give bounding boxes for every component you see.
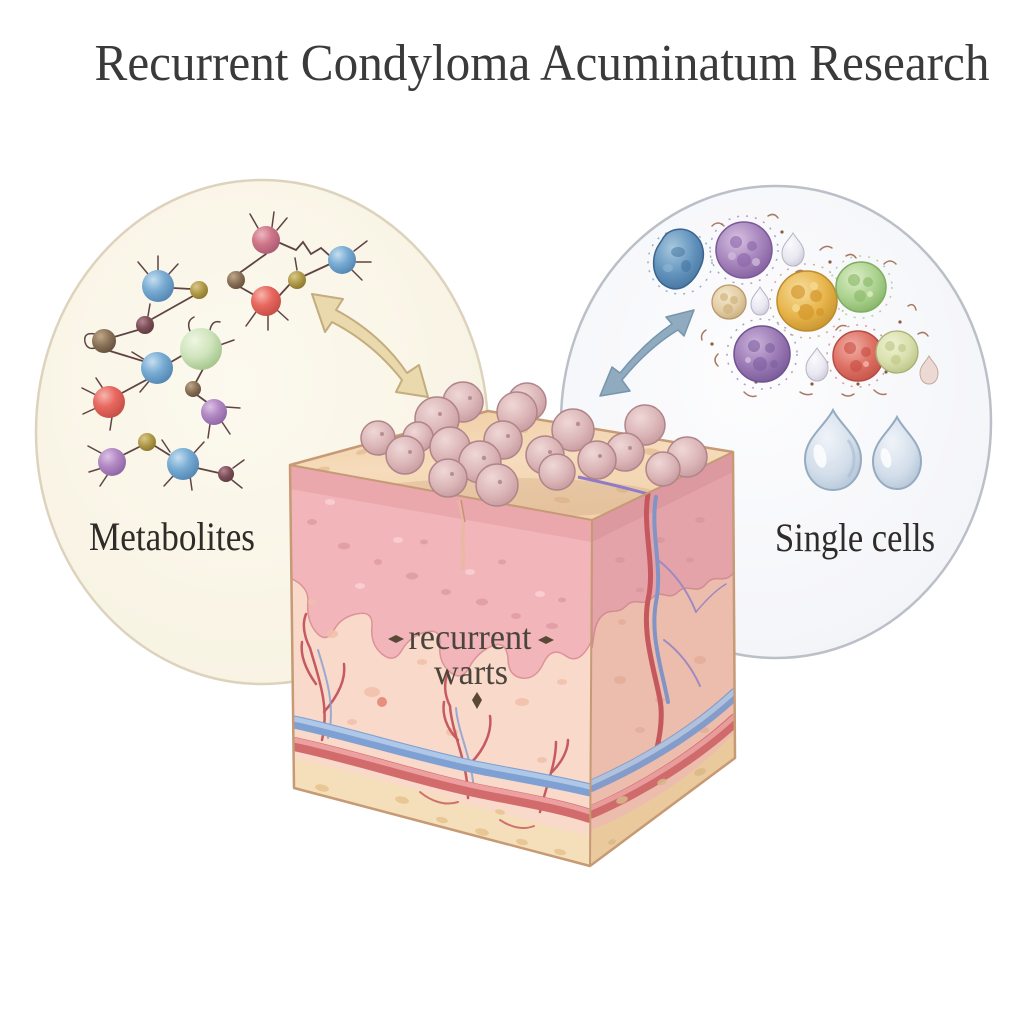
recurrent-warts-label-line2: warts [434, 652, 508, 692]
metabolites-arrow-icon [311, 293, 429, 398]
blue-cell-icon [652, 228, 705, 290]
skin-front-face [290, 465, 592, 866]
red-cell-icon [832, 330, 884, 382]
descending-vessels [643, 491, 727, 755]
skin-block-outline [288, 409, 737, 868]
bud-cell-icon [919, 354, 939, 385]
bud-cell-icon [805, 347, 829, 382]
single-cells-arrow-icon [599, 309, 695, 397]
bud-cell-icon [750, 285, 770, 316]
molecule-network-icon [81, 211, 372, 491]
skin-right-face [590, 452, 735, 866]
droplet-icon [871, 414, 923, 491]
violet-cell-icon [733, 325, 791, 383]
subcutis-layer [294, 758, 590, 866]
recurrent-warts-label: recurrent warts [388, 617, 554, 709]
khaki-cell-icon [875, 330, 919, 374]
main-vessel-band [290, 715, 592, 823]
metabolites-label: Metabolites [89, 514, 255, 559]
yellow-cell-icon [776, 270, 838, 332]
page-title: Recurrent Condyloma Acuminatum Research [95, 35, 990, 92]
droplet-icon [803, 407, 863, 492]
skin-block-illustration: recurrent warts [288, 381, 737, 868]
purple-cell-icon [715, 221, 773, 279]
cell-cluster-icon [647, 213, 939, 398]
droplet-icons [803, 407, 923, 492]
single-cells-label: Single cells [775, 515, 935, 560]
recurrent-warts-label-line1: recurrent [409, 617, 532, 657]
warts-cluster-icon [360, 381, 708, 507]
beige-cell-icon [711, 284, 747, 320]
bud-cell-icon [781, 232, 805, 267]
green-cell-icon [835, 261, 887, 313]
label-diamond-marks [388, 635, 554, 709]
